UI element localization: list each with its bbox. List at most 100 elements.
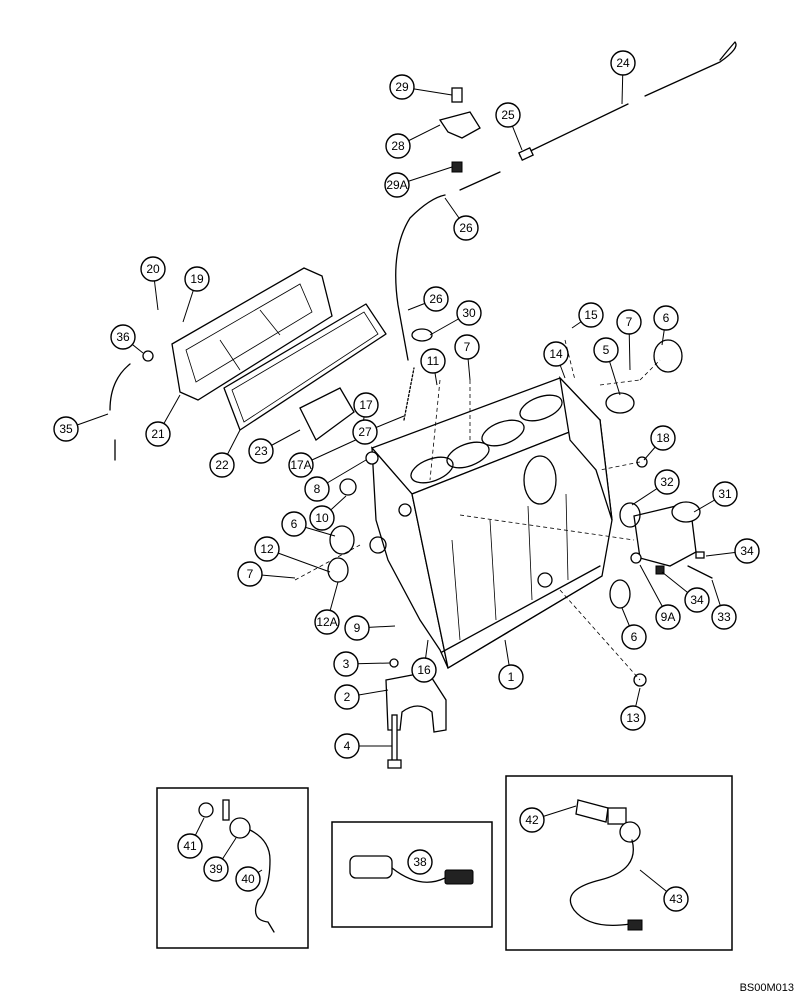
callout-39: 39 bbox=[203, 856, 229, 882]
callout-circle bbox=[288, 452, 314, 478]
callout-label: 28 bbox=[391, 139, 405, 153]
cover-plate bbox=[299, 387, 355, 441]
cap-bolt bbox=[387, 714, 402, 769]
callout-circle bbox=[248, 438, 274, 464]
callout-34: 34 bbox=[684, 587, 710, 613]
callout-label: 38 bbox=[413, 855, 427, 869]
callout-label: 21 bbox=[151, 427, 165, 441]
callout-label: 12A bbox=[316, 615, 337, 629]
o-ring-12a bbox=[327, 557, 349, 583]
callout-label: 1 bbox=[508, 670, 515, 684]
plug-8 bbox=[365, 451, 379, 465]
tube-clamp bbox=[411, 328, 433, 342]
callout-label: 30 bbox=[462, 306, 476, 320]
breather-hose bbox=[109, 363, 131, 411]
callout-circle bbox=[352, 419, 378, 445]
callout-40: 40 bbox=[235, 866, 261, 892]
clip-bolt bbox=[451, 87, 463, 103]
callout-label: 18 bbox=[656, 431, 670, 445]
callout-label: 9 bbox=[354, 621, 361, 635]
callout-label: 16 bbox=[417, 663, 431, 677]
callout-circle bbox=[334, 684, 360, 710]
callout-label: 7 bbox=[464, 340, 471, 354]
callout-label: 11 bbox=[427, 354, 440, 368]
callout-circle bbox=[209, 452, 235, 478]
callout-33: 33 bbox=[711, 604, 737, 630]
callout-label: 40 bbox=[241, 872, 255, 886]
callout-20: 20 bbox=[140, 256, 166, 282]
callout-16: 16 bbox=[411, 657, 437, 683]
tappet-gasket bbox=[223, 303, 387, 431]
callout-label: 6 bbox=[631, 630, 638, 644]
callout-circle bbox=[344, 615, 370, 641]
heater-element-42 bbox=[575, 799, 627, 825]
callout-21: 21 bbox=[145, 421, 171, 447]
callout-circle bbox=[495, 102, 521, 128]
callout-circle bbox=[423, 286, 449, 312]
callout-circle bbox=[621, 624, 647, 650]
callout-circle bbox=[304, 476, 330, 502]
callout-6: 6 bbox=[281, 511, 307, 537]
o-ring-41 bbox=[198, 802, 214, 818]
expansion-plug-top bbox=[653, 339, 683, 373]
sensor-39 bbox=[222, 799, 271, 901]
callout-label: 7 bbox=[626, 315, 633, 329]
callout-label: 33 bbox=[717, 610, 731, 624]
callout-circle bbox=[309, 505, 335, 531]
callout-10: 10 bbox=[309, 505, 335, 531]
callout-circle bbox=[654, 469, 680, 495]
callout-label: 42 bbox=[525, 813, 539, 827]
callout-7: 7 bbox=[237, 561, 263, 587]
callout-circle bbox=[334, 733, 360, 759]
callout-label: 7 bbox=[247, 567, 254, 581]
dipstick-seal bbox=[518, 146, 534, 162]
dipstick-handle bbox=[644, 41, 737, 97]
callout-label: 6 bbox=[291, 517, 298, 531]
callout-circle bbox=[420, 348, 446, 374]
callout-label: 10 bbox=[315, 511, 329, 525]
callout-22: 22 bbox=[209, 452, 235, 478]
callout-label: 12 bbox=[260, 542, 274, 556]
bolt-33 bbox=[687, 565, 713, 579]
callout-6: 6 bbox=[653, 305, 679, 331]
callout-label: 8 bbox=[314, 482, 321, 496]
callout-circle bbox=[411, 657, 437, 683]
callout-circle bbox=[53, 416, 79, 442]
callout-circle bbox=[389, 74, 415, 100]
callout-circle bbox=[593, 337, 619, 363]
callout-24: 24 bbox=[610, 50, 636, 76]
callout-circle bbox=[712, 481, 738, 507]
callout-label: 5 bbox=[603, 343, 610, 357]
callout-26: 26 bbox=[423, 286, 449, 312]
callout-12a: 12A bbox=[314, 609, 340, 635]
callout-29: 29 bbox=[389, 74, 415, 100]
callout-label: 29A bbox=[386, 178, 407, 192]
callout-label: 17 bbox=[359, 398, 373, 412]
callout-13: 13 bbox=[620, 705, 646, 731]
cord-43 bbox=[569, 821, 643, 931]
callout-label: 43 bbox=[669, 892, 683, 906]
callout-label: 22 bbox=[215, 458, 229, 472]
callout-label: 14 bbox=[549, 347, 563, 361]
callout-circle bbox=[610, 50, 636, 76]
expansion-plug-front bbox=[609, 579, 631, 609]
callout-circle bbox=[254, 536, 280, 562]
heater-38 bbox=[349, 855, 474, 885]
callout-19: 19 bbox=[184, 266, 210, 292]
callout-6: 6 bbox=[621, 624, 647, 650]
callout-layer: 12345666777899A10111212A131415161717A181… bbox=[53, 50, 760, 912]
callout-23: 23 bbox=[248, 438, 274, 464]
callout-label: 41 bbox=[183, 839, 197, 853]
callout-label: 26 bbox=[459, 221, 473, 235]
callout-label: 23 bbox=[254, 444, 268, 458]
main-bearing-cap bbox=[385, 671, 447, 733]
callout-circle bbox=[140, 256, 166, 282]
callout-28: 28 bbox=[385, 133, 411, 159]
callout-circle bbox=[177, 833, 203, 859]
callout-43: 43 bbox=[663, 886, 689, 912]
callout-15: 15 bbox=[578, 302, 604, 328]
callout-label: 2 bbox=[344, 690, 351, 704]
callout-label: 31 bbox=[718, 487, 732, 501]
